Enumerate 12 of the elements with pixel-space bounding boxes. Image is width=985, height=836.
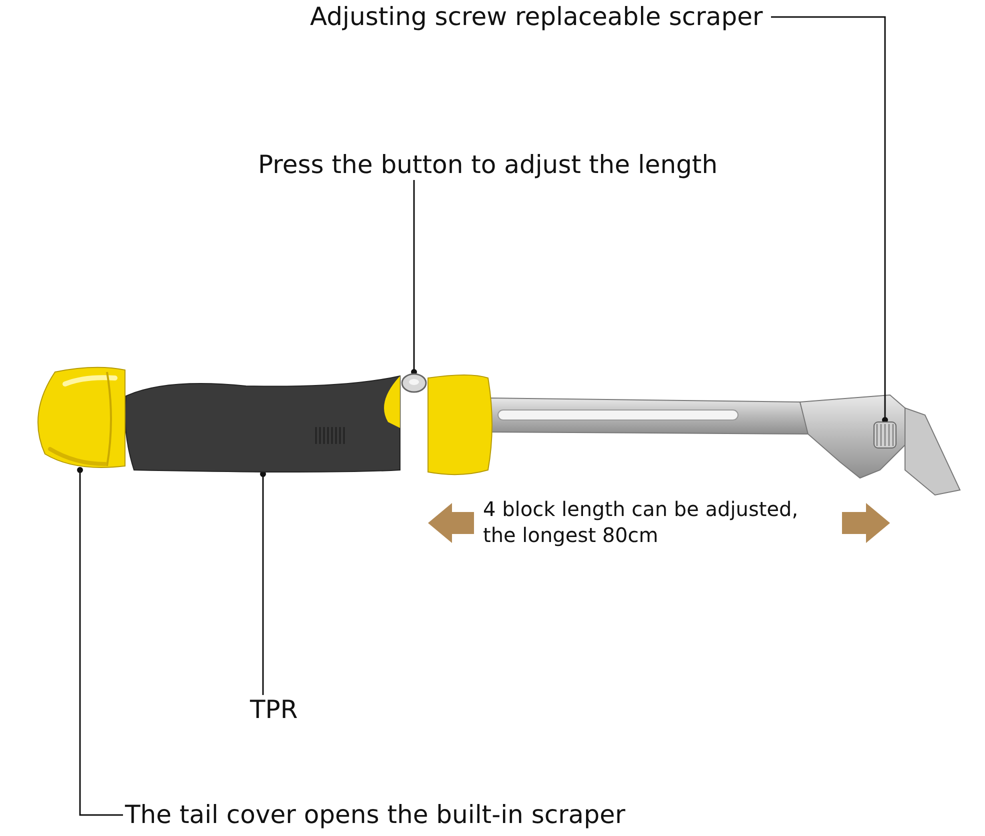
dimension-note: 4 block length can be adjusted, the longest 80cm: [483, 496, 800, 548]
callout-text: Press the button to adjust the length: [258, 150, 718, 180]
leader-line: [411, 180, 417, 375]
leader-line: [260, 471, 266, 695]
callout-text: Adjusting screw replaceable scraper: [310, 2, 763, 32]
callout-text: TPR: [250, 695, 298, 725]
leader-line: [771, 16, 888, 423]
push-button: [401, 372, 427, 394]
adjusting-screw: [872, 420, 898, 450]
callout-text: The tail cover opens the built-in scraper: [125, 800, 626, 830]
tail-cover: [35, 364, 125, 470]
leader-line: [77, 467, 123, 816]
